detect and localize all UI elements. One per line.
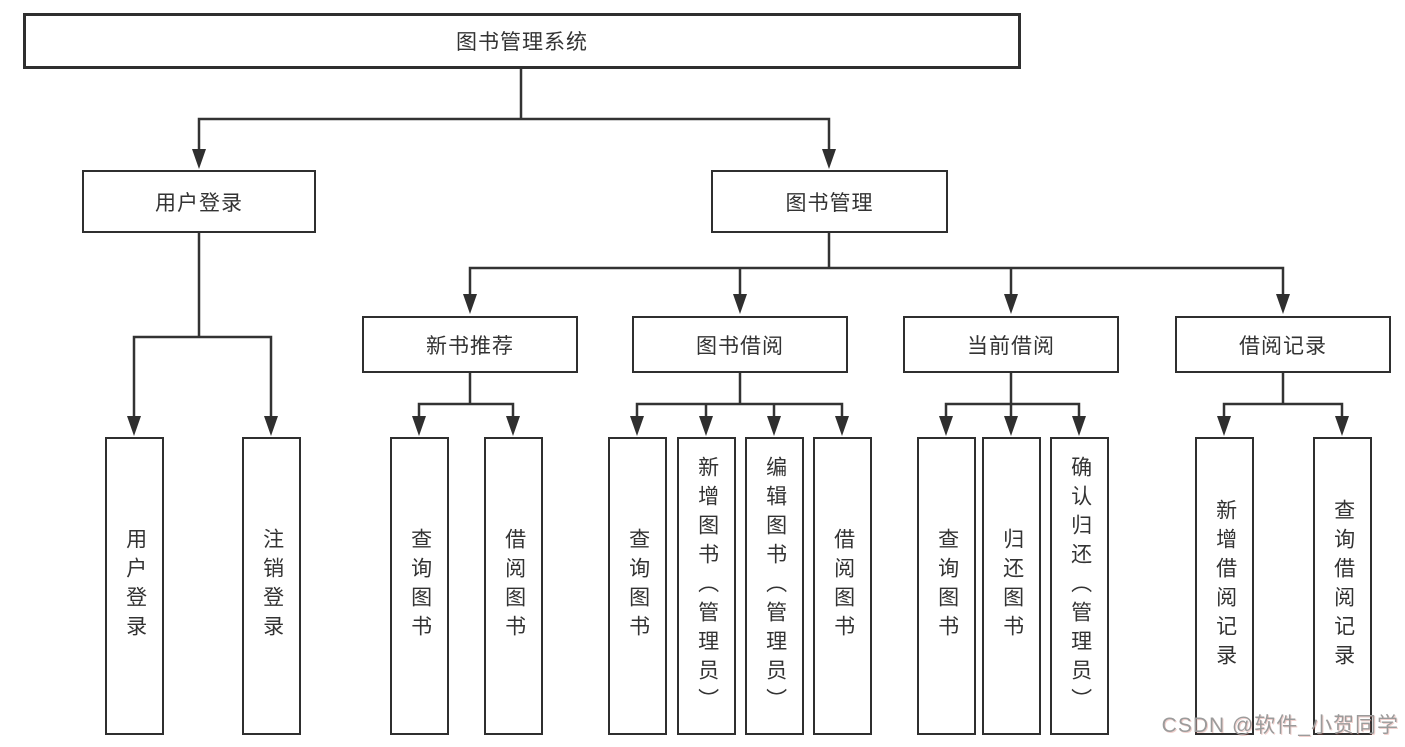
node-new-book-recommend: 新书推荐 (362, 316, 578, 373)
leaf-add-borrow-record: 新增借阅记录 (1195, 437, 1254, 735)
leaf-edit-book-admin-label: 编辑图书（管理员） (763, 455, 787, 717)
node-book-borrow: 图书借阅 (632, 316, 848, 373)
leaf-return-book: 归还图书 (982, 437, 1041, 735)
leaf-confirm-return-admin: 确认归还（管理员） (1050, 437, 1109, 735)
node-current-borrow: 当前借阅 (903, 316, 1119, 373)
leaf-user-login: 用户登录 (105, 437, 164, 735)
node-borrow-records: 借阅记录 (1175, 316, 1391, 373)
leaf-add-book-admin-label: 新增图书（管理员） (695, 455, 719, 717)
leaf-borrow-book-label: 借阅图书 (831, 528, 855, 644)
leaf-add-borrow-record-label: 新增借阅记录 (1213, 499, 1237, 673)
node-library-system-label: 图书管理系统 (456, 31, 588, 54)
leaf-query-borrow-record-label: 查询借阅记录 (1331, 499, 1355, 673)
node-library-system: 图书管理系统 (23, 13, 1021, 69)
leaf-query-borrow-record: 查询借阅记录 (1313, 437, 1372, 735)
leaf-query-book-borrow: 查询图书 (608, 437, 667, 735)
leaf-return-book-label: 归还图书 (1000, 528, 1024, 644)
node-borrow-records-label: 借阅记录 (1239, 334, 1327, 358)
leaf-borrow-book-recommend-label: 借阅图书 (502, 528, 526, 644)
new-book-branch-connector (417, 371, 515, 419)
leaf-logout-label: 注销登录 (260, 528, 284, 644)
borrow-record-branch-connector (1222, 371, 1344, 419)
leaf-query-book-borrow-label: 查询图书 (626, 528, 650, 644)
leaf-user-login-label: 用户登录 (123, 528, 147, 644)
leaf-logout: 注销登录 (242, 437, 301, 735)
leaf-borrow-book-recommend: 借阅图书 (484, 437, 543, 735)
node-book-management: 图书管理 (711, 170, 948, 233)
leaf-query-book-recommend-label: 查询图书 (408, 528, 432, 644)
leaf-edit-book-admin: 编辑图书（管理员） (745, 437, 804, 735)
node-current-borrow-label: 当前借阅 (967, 334, 1055, 358)
node-book-management-label: 图书管理 (785, 191, 874, 215)
leaf-borrow-book: 借阅图书 (813, 437, 872, 735)
watermark: CSDN @软件_小贺同学 (1161, 714, 1399, 737)
book-borrow-branch-connector (635, 371, 844, 419)
user-login-branch-connector (132, 231, 273, 419)
leaf-query-book-current: 查询图书 (917, 437, 976, 735)
root-to-level2-connector (197, 66, 831, 152)
leaf-add-book-admin: 新增图书（管理员） (677, 437, 736, 735)
current-borrow-branch-connector (944, 371, 1081, 419)
node-user-login: 用户登录 (82, 170, 316, 233)
leaf-query-book-recommend: 查询图书 (390, 437, 449, 735)
leaf-confirm-return-admin-label: 确认归还（管理员） (1068, 455, 1092, 717)
node-user-login-label: 用户登录 (155, 191, 243, 215)
book-mgmt-branch-connector (468, 231, 1285, 298)
node-new-book-recommend-label: 新书推荐 (426, 334, 514, 358)
node-book-borrow-label: 图书借阅 (696, 334, 784, 358)
leaf-query-book-current-label: 查询图书 (935, 528, 959, 644)
